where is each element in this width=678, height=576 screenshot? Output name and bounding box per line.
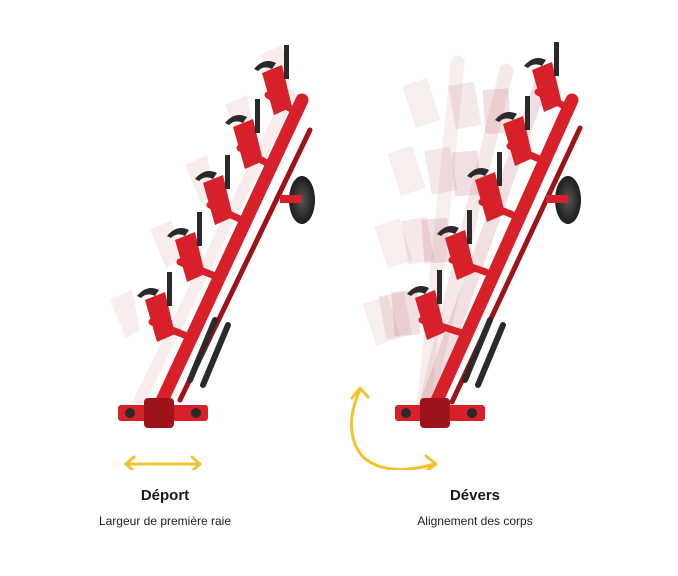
tilt-title: Dévers [449, 487, 501, 504]
tilt-subtitle: Alignement des corps [417, 514, 533, 528]
plough-frame [395, 42, 583, 428]
headstock [395, 398, 485, 428]
hydraulic-cylinders [187, 317, 231, 388]
depth-wheel [280, 176, 315, 224]
hydraulic-cylinders [462, 317, 506, 388]
offset-title: Déport [140, 487, 190, 504]
headstock [118, 398, 208, 428]
depth-wheel [546, 176, 581, 224]
plough-offset-illustration [110, 45, 315, 470]
tilt-panel: Dévers Alignement des corps [340, 0, 640, 576]
horizontal-double-arrow-icon [124, 455, 202, 470]
curved-rotation-arrow-icon [350, 386, 438, 470]
plough-bodies [137, 45, 292, 342]
plough-bodies [407, 42, 562, 340]
offset-panel: Déport Largeur de première raie [40, 0, 330, 576]
plough-frame [118, 45, 315, 428]
offset-subtitle: Largeur de première raie [98, 514, 232, 528]
plough-tilt-illustration [350, 42, 583, 470]
